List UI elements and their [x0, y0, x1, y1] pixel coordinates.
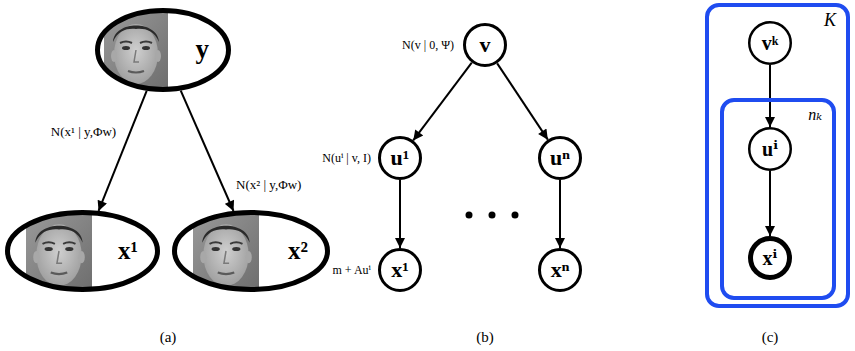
variable-circle: vᵏ: [748, 21, 792, 65]
arrow-connector: [769, 65, 771, 127]
plate-box: nₖ uⁱ xⁱ: [720, 98, 836, 300]
variable-circle: uⁿ: [538, 136, 582, 180]
observed-circle: xⁱ: [748, 236, 792, 280]
distribution-label: N(uⁱ | v, I): [320, 151, 373, 165]
edge-label: N(x¹ | y,Φw): [49, 124, 118, 140]
ellipsis-dots: [466, 212, 519, 219]
arrow-connector: [399, 180, 401, 248]
arrow-connector: [559, 180, 561, 248]
plate-count-label: nₖ: [724, 102, 832, 124]
observed-face-ellipse: x²: [172, 210, 330, 292]
variable-name: y: [196, 35, 210, 65]
variable-name: xⁱ: [763, 247, 778, 269]
variable-name: xⁿ: [551, 258, 570, 282]
variable-circle: xⁿ: [538, 248, 582, 292]
mapping-label: m + Auⁱ: [330, 263, 373, 277]
variable-name: x¹: [118, 237, 138, 265]
node-outline: [95, 8, 231, 92]
edge-label: N(x² | y,Φw): [234, 177, 303, 193]
arrow-connector: [99, 91, 147, 211]
panel-caption: (a): [158, 328, 179, 346]
latent-face-ellipse: y: [95, 8, 231, 92]
panel-caption: (b): [474, 328, 496, 346]
variable-circle: x¹: [378, 248, 422, 292]
variable-name: u¹: [391, 146, 410, 170]
variable-circle: u¹: [378, 136, 422, 180]
variable-circle: v: [463, 23, 507, 67]
arrow-connector: [413, 63, 472, 141]
variable-name: uⁱ: [762, 138, 778, 160]
face-picture: [26, 212, 92, 290]
variable-name: uⁿ: [550, 146, 570, 170]
distribution-label: N(v | 0, Ψ): [400, 38, 456, 52]
arrow-connector: [181, 91, 234, 211]
arrow-connector: [497, 63, 548, 139]
variable-name: v: [480, 33, 491, 57]
variable-circle: uⁱ: [748, 127, 792, 171]
plate-box: Kvᵏ nₖ uⁱ xⁱ: [705, 3, 850, 308]
arrow-connector: [769, 171, 771, 236]
variable-name: x²: [288, 237, 308, 265]
variable-name: vᵏ: [762, 32, 779, 54]
plate-count-label: K: [709, 7, 846, 31]
panel-caption: (c): [760, 328, 781, 346]
observed-face-ellipse: x¹: [5, 210, 160, 292]
variable-name: x¹: [391, 258, 409, 282]
